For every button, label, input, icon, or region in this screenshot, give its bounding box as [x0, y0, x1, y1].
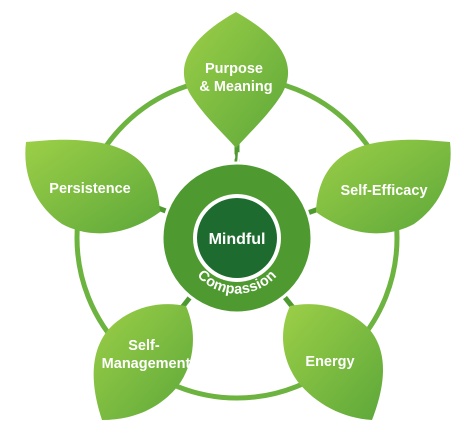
leaf-purpose-line-1: Purpose	[205, 61, 263, 77]
leaf-energy: Energy	[283, 304, 383, 420]
leaf-self-management-line-1: Self-	[128, 338, 160, 354]
leaf-self-management-line-2: Management	[102, 356, 191, 372]
leaf-purpose-line-2: & Meaning	[199, 79, 272, 95]
svg-text:Support: Support	[204, 148, 270, 172]
mindful-center	[197, 198, 277, 278]
svg-text:Energy: Energy	[305, 354, 354, 370]
leaf-persistence: Persistence	[25, 139, 161, 234]
leaf-self-efficacy: Self-Efficacy	[316, 139, 451, 234]
svg-text:Self- Management: Self- Management	[102, 338, 191, 372]
leaf-self-management: Self- Management	[93, 304, 193, 420]
center-label: Mindful	[209, 231, 266, 248]
ring-label-support: Support	[204, 148, 270, 172]
leaf-persistence-line-1: Persistence	[49, 181, 130, 197]
leaf-energy-line-1: Energy	[305, 354, 354, 370]
svg-text:Self-Efficacy: Self-Efficacy	[340, 183, 427, 199]
svg-text:Purpose & Meaning: Purpose & Meaning	[199, 61, 272, 95]
leaf-purpose: Purpose & Meaning	[183, 12, 289, 148]
leaf-self-efficacy-line-1: Self-Efficacy	[340, 183, 427, 199]
svg-text:Persistence: Persistence	[49, 181, 130, 197]
